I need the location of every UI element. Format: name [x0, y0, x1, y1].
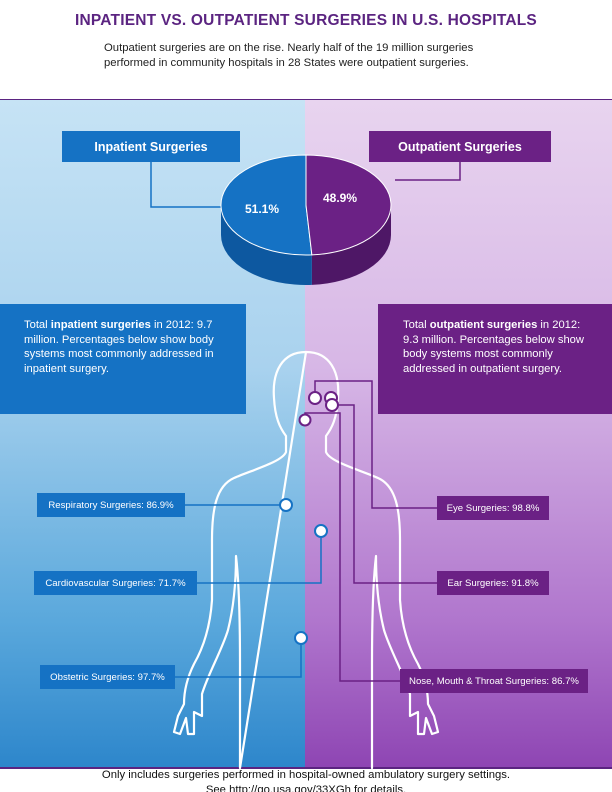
- cardiovascular-connector: [197, 538, 322, 584]
- nose-mouth-throat-marker: [298, 413, 312, 427]
- eye-connector: [314, 380, 437, 509]
- nose-mouth-throat-label: Nose, Mouth & Throat Surgeries: 86.7%: [400, 669, 588, 693]
- outpatient-total-text: in 2012: 9.3 million. Percentages below …: [403, 319, 584, 375]
- ear-label: Ear Surgeries: 91.8%: [437, 571, 549, 595]
- outpatient-total-prefix: Total: [403, 319, 430, 331]
- pie-label-outpatient: 48.9%: [323, 191, 357, 205]
- obstetric-label: Obstetric Surgeries: 97.7%: [40, 665, 175, 689]
- footnote-line-2: See http://go.usa.gov/33XGh for details.: [205, 784, 407, 792]
- outpatient-total-box: Total outpatient surgeries in 2012: 9.3 …: [378, 304, 612, 414]
- nose-mouth-throat-connector: [304, 412, 400, 682]
- respiratory-label: Respiratory Surgeries: 86.9%: [37, 493, 185, 517]
- cardiovascular-marker: [314, 524, 328, 538]
- inpatient-header-connector: [150, 162, 238, 208]
- pie-slice-outpatient: [305, 154, 392, 256]
- subtitle: Outpatient surgeries are on the rise. Ne…: [104, 42, 474, 69]
- respiratory-marker: [279, 498, 293, 512]
- inpatient-total-bold: inpatient surgeries: [50, 319, 151, 331]
- inpatient-header: Inpatient Surgeries: [62, 131, 240, 162]
- outpatient-total-bold: outpatient surgeries: [429, 319, 538, 331]
- ear-marker: [325, 398, 339, 412]
- pie-side-inpatient: [221, 205, 312, 285]
- pie-side-outpatient: [311, 205, 391, 285]
- cardiovascular-label: Cardiovascular Surgeries: 71.7%: [34, 571, 197, 595]
- obstetric-connector: [175, 645, 302, 678]
- pie-chart: 51.1% 48.9%: [220, 154, 392, 285]
- footnote: Only includes surgeries performed in hos…: [0, 768, 612, 792]
- ear-connector: [337, 404, 437, 584]
- outpatient-header: Outpatient Surgeries: [369, 131, 551, 162]
- outpatient-header-connector: [395, 162, 461, 181]
- inpatient-total-text: in 2012: 9.7 million. Percentages below …: [24, 319, 214, 375]
- footnote-line-1: Only includes surgeries performed in hos…: [101, 769, 511, 781]
- inpatient-total-box: Total inpatient surgeries in 2012: 9.7 m…: [0, 304, 246, 414]
- eye-label: Eye Surgeries: 98.8%: [437, 496, 549, 520]
- inpatient-total-prefix: Total: [24, 319, 51, 331]
- pie-label-inpatient: 51.1%: [245, 202, 279, 216]
- obstetric-marker: [294, 631, 308, 645]
- pie-slice-inpatient: [220, 154, 313, 256]
- eye-marker-left: [308, 391, 322, 405]
- page-title: INPATIENT VS. OUTPATIENT SURGERIES IN U.…: [75, 12, 537, 29]
- panel-bottom-rule: [0, 767, 612, 769]
